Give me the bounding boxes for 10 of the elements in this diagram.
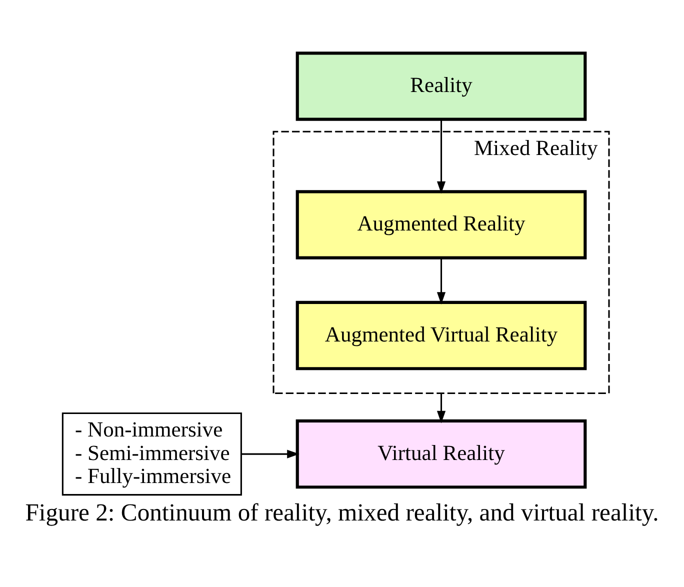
node-box: Augmented Virtual Reality	[296, 300, 587, 370]
arrow	[436, 258, 446, 304]
arrow	[241, 449, 300, 458]
node-box: Virtual Reality	[296, 418, 587, 488]
arrow	[436, 392, 446, 423]
node-box: - Non-immersive - Semi-immersive - Fully-immersive	[62, 412, 242, 496]
node-box: Reality	[296, 51, 587, 120]
caption: Figure 2: Continuum of reality, mixed reality, and virtual reality.	[25, 499, 659, 526]
node-box: Augmented Reality	[296, 190, 587, 259]
arrow	[436, 119, 446, 194]
